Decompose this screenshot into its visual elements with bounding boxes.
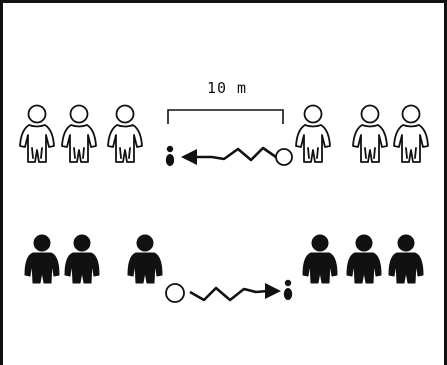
person-solid-icon [127, 234, 163, 284]
arrow-icon [181, 146, 277, 165]
distance-label: 10 m [207, 79, 247, 97]
cone-icon [283, 279, 293, 300]
person-outline-icon [61, 104, 97, 163]
ball-icon [275, 148, 293, 166]
person-outline-icon [19, 104, 55, 163]
person-solid-icon [24, 234, 60, 284]
person-outline-icon [295, 104, 331, 163]
distance-bracket [167, 109, 284, 124]
person-solid-icon [302, 234, 338, 284]
ball-icon [165, 283, 185, 303]
person-outline-icon [107, 104, 143, 163]
cone-icon [165, 145, 175, 166]
top-row [19, 104, 429, 166]
bottom-row [24, 234, 424, 303]
arrow-icon [189, 283, 281, 302]
person-solid-icon [346, 234, 382, 284]
person-outline-icon [352, 104, 388, 163]
person-outline-icon [393, 104, 429, 163]
person-solid-icon [64, 234, 100, 284]
person-solid-icon [388, 234, 424, 284]
